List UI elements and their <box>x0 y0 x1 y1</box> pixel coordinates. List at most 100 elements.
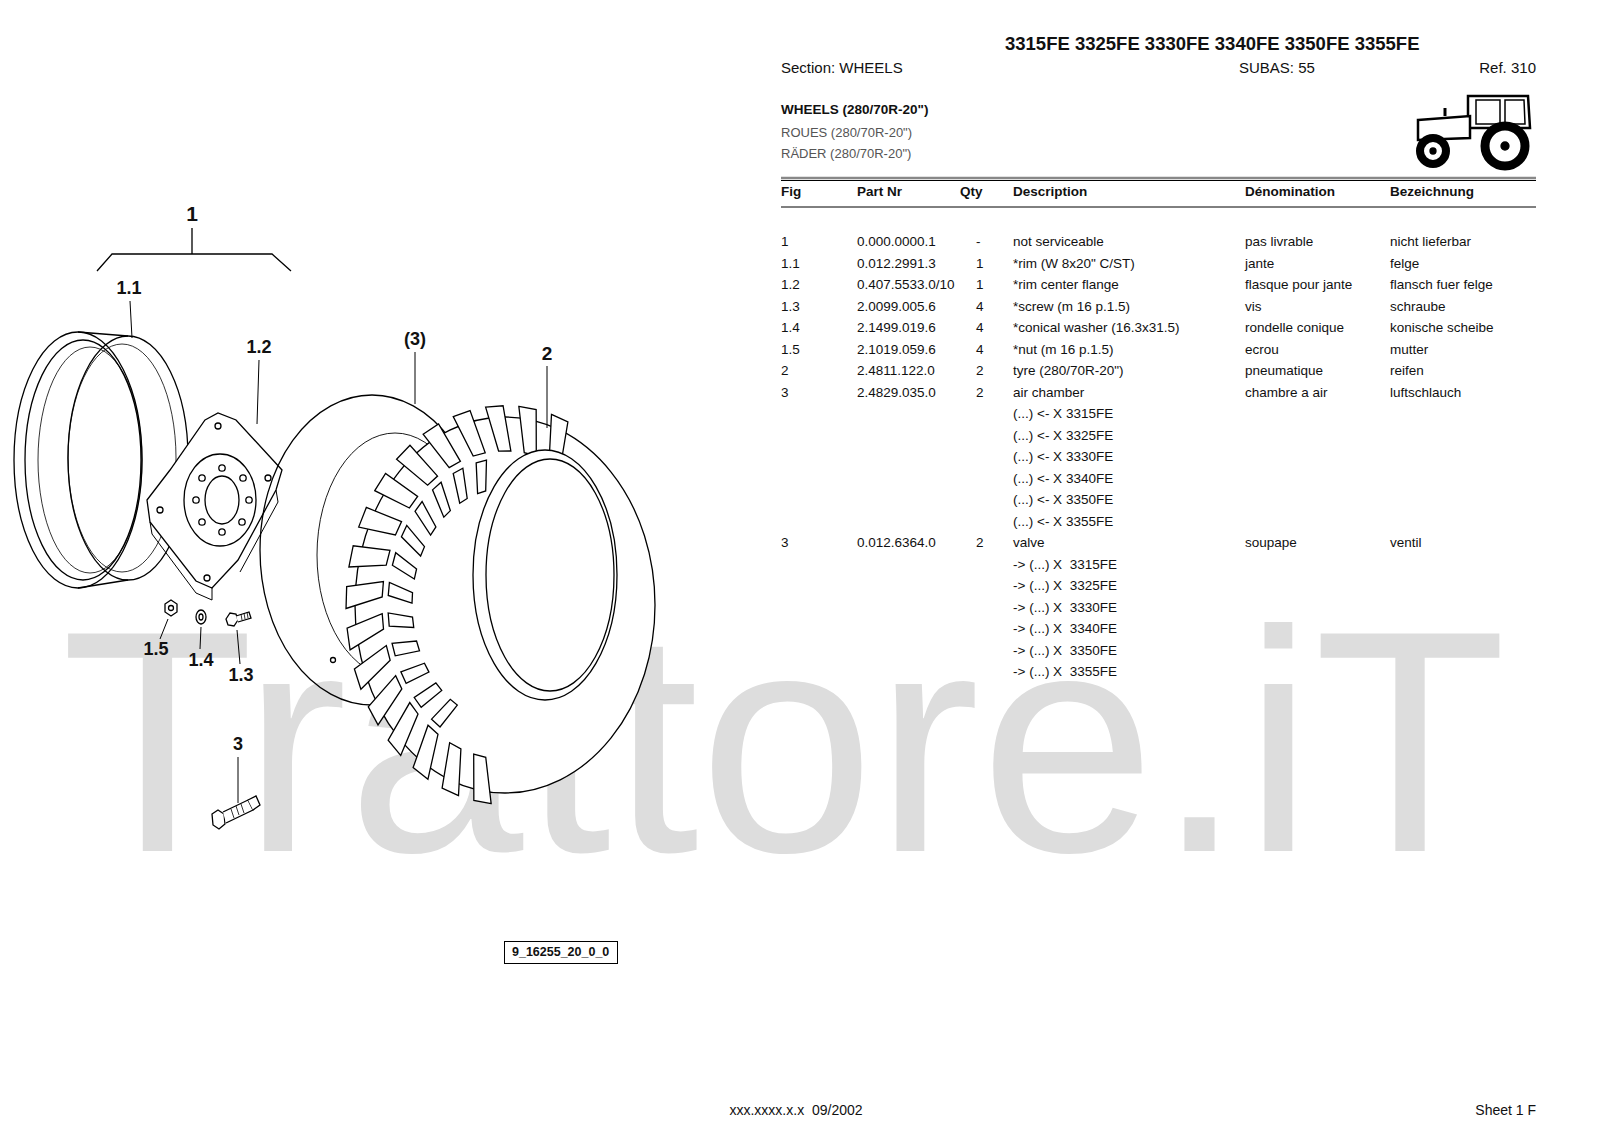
callout-number: 2 <box>542 343 553 366</box>
callout-number: 1.5 <box>143 639 168 661</box>
tread-lug <box>474 754 491 803</box>
tread-lug <box>423 424 460 468</box>
callout-number: 1 <box>186 201 198 226</box>
tread-lug <box>397 445 438 485</box>
table-cell: not serviceable <box>1013 234 1104 250</box>
model-note: -> (...) X 3340FE <box>1013 621 1117 637</box>
table-cell: vis <box>1245 298 1262 314</box>
table-cell: ventil <box>1390 535 1422 551</box>
table-cell: 2.4811.122.0 <box>857 363 935 379</box>
table-cell: air chamber <box>1013 384 1084 400</box>
callout-number: 1.1 <box>116 278 141 300</box>
table-cell: *rim center flange <box>1013 277 1119 293</box>
table-cell: flansch fuer felge <box>1390 277 1493 293</box>
callout-number: (3) <box>404 329 426 351</box>
model-title: 3315FE 3325FE 3330FE 3340FE 3350FE 3355F… <box>1005 33 1419 55</box>
callout-number: 1.3 <box>228 665 253 687</box>
tread-lug <box>486 406 511 451</box>
tread-lug <box>392 553 416 579</box>
table-cell: 1.1 <box>781 255 800 271</box>
table-cell: luftschlauch <box>1390 384 1461 400</box>
tread-lug <box>453 411 485 456</box>
table-cell: - <box>976 234 981 250</box>
group-bracket <box>97 228 291 271</box>
table-rule <box>781 207 1536 208</box>
table-rule <box>781 180 1536 181</box>
sheet-number: Sheet 1 F <box>1475 1102 1536 1119</box>
model-note: (...) <- X 3340FE <box>1013 470 1113 486</box>
table-cell: felge <box>1390 255 1419 271</box>
tread-lug <box>401 663 429 683</box>
table-cell: ecrou <box>1245 341 1279 357</box>
table-cell: 0.012.2991.3 <box>857 255 936 271</box>
model-note: -> (...) X 3325FE <box>1013 578 1117 594</box>
tread-lug <box>413 725 438 779</box>
model-note: -> (...) X 3350FE <box>1013 642 1117 658</box>
page-heading-fr: ROUES (280/70R-20") <box>781 125 912 141</box>
tread-lug <box>519 406 536 455</box>
footer-code: xxx.xxxx.x.x 09/2002 <box>729 1102 862 1119</box>
table-header: Bezeichnung <box>1390 184 1474 200</box>
tread-lug <box>375 473 418 507</box>
table-cell: 2 <box>781 363 789 379</box>
nut <box>165 600 177 616</box>
table-cell: 2 <box>976 384 984 400</box>
page-heading: WHEELS (280/70R-20") <box>781 102 928 118</box>
table-cell: mutter <box>1390 341 1428 357</box>
table-cell: 3 <box>781 535 789 551</box>
tread-lug <box>388 582 412 603</box>
tractor-icon <box>1418 96 1530 166</box>
tread-lug <box>388 703 418 756</box>
tread-lug <box>433 482 451 517</box>
tread-lug <box>401 525 424 556</box>
tread-lug <box>359 507 402 535</box>
table-cell: nicht lieferbar <box>1390 234 1471 250</box>
leader-line <box>130 301 547 803</box>
callout-number: 1.2 <box>246 337 271 359</box>
table-header: Qty <box>960 184 983 200</box>
table-cell: reifen <box>1390 363 1424 379</box>
section-label: Section: WHEELS <box>781 59 903 77</box>
table-cell: 1.5 <box>781 341 800 357</box>
tread-lug <box>414 683 442 707</box>
table-cell: 1 <box>781 234 789 250</box>
valve <box>212 796 260 829</box>
table-header: Description <box>1013 184 1087 200</box>
table-cell: 0.000.0000.1 <box>857 234 936 250</box>
model-note: (...) <- X 3355FE <box>1013 513 1113 529</box>
table-cell: 2.1019.059.6 <box>857 341 936 357</box>
model-note: (...) <- X 3315FE <box>1013 406 1113 422</box>
table-cell: valve <box>1013 535 1045 551</box>
tread-lug <box>354 646 390 690</box>
rim <box>14 332 188 588</box>
table-cell: 1.3 <box>781 298 800 314</box>
model-note: (...) <- X 3325FE <box>1013 427 1113 443</box>
tread-lug <box>476 460 486 493</box>
tyre <box>346 406 655 804</box>
model-note: (...) <- X 3330FE <box>1013 449 1113 465</box>
table-cell: tyre (280/70R-20") <box>1013 363 1124 379</box>
table-cell: konische scheibe <box>1390 320 1494 336</box>
tread-lug <box>392 641 419 656</box>
screw <box>226 612 251 626</box>
table-cell: flasque pour jante <box>1245 277 1352 293</box>
watermark: Trattore.iT <box>61 584 1507 900</box>
table-header: Part Nr <box>857 184 902 200</box>
table-cell: jante <box>1245 255 1274 271</box>
table-cell: 2.0099.005.6 <box>857 298 936 314</box>
model-note: -> (...) X 3355FE <box>1013 664 1117 680</box>
ref-label: Ref. 310 <box>1479 59 1536 77</box>
model-note: (...) <- X 3350FE <box>1013 492 1113 508</box>
table-cell: 2.4829.035.0 <box>857 384 936 400</box>
model-note: -> (...) X 3330FE <box>1013 599 1117 615</box>
table-cell: pneumatique <box>1245 363 1323 379</box>
tread-lug <box>415 502 436 536</box>
tread-lug <box>347 614 383 650</box>
tread-lug <box>453 468 467 503</box>
table-cell: 4 <box>976 320 984 336</box>
tread-lug <box>442 743 461 796</box>
table-header: Fig <box>781 184 801 200</box>
table-cell: schraube <box>1390 298 1446 314</box>
